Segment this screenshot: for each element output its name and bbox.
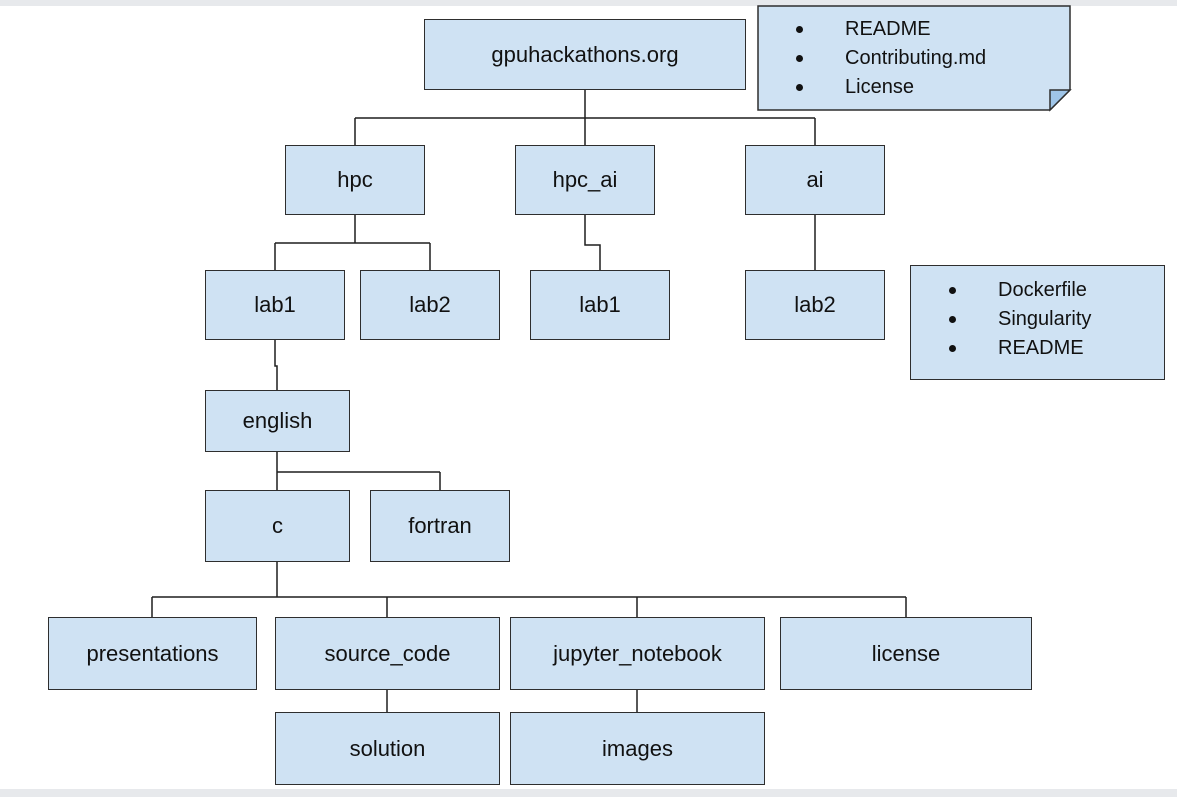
node-hpc-lab1: lab1 [205,270,345,340]
node-english: english [205,390,350,452]
note-item-label: README [998,337,1084,359]
bullet-icon [796,26,803,33]
note-item-label: README [845,18,931,40]
note-item: README [911,334,1164,363]
bullet-icon [949,316,956,323]
note-item: README [758,15,1070,44]
root-note-fold-icon [1049,89,1072,112]
connector-root-children [354,90,816,145]
bottom-edge-strip [0,789,1177,797]
note-item: Contributing.md [758,44,1070,73]
note-item-label: Dockerfile [998,279,1087,301]
node-gpuhackathons-org: gpuhackathons.org [424,19,746,90]
node-license: license [780,617,1032,690]
node-hpc-ai-lab1: lab1 [530,270,670,340]
bullet-icon [949,345,956,352]
note-item: Dockerfile [911,276,1164,305]
connector-c-children [151,562,907,617]
node-hpc-ai: hpc_ai [515,145,655,215]
node-jupyter-notebook: jupyter_notebook [510,617,765,690]
connector-hpcai-lab1 [584,215,601,270]
node-hpc: hpc [285,145,425,215]
bullet-icon [796,55,803,62]
node-fortran: fortran [370,490,510,562]
note-item-label: License [845,76,914,98]
bullet-icon [949,287,956,294]
node-solution: solution [275,712,500,785]
node-presentations: presentations [48,617,257,690]
node-ai-lab2: lab2 [745,270,885,340]
bullet-icon [796,84,803,91]
note-container-files: Dockerfile Singularity README [910,265,1165,380]
top-edge-strip [0,0,1177,6]
node-c: c [205,490,350,562]
node-hpc-lab2: lab2 [360,270,500,340]
node-source-code: source_code [275,617,500,690]
node-ai: ai [745,145,885,215]
note-item: License [758,73,1070,102]
connector-english-children [276,452,441,490]
node-images: images [510,712,765,785]
note-item-label: Contributing.md [845,47,987,69]
connector-hpc-children [274,215,431,270]
note-item-label: Singularity [998,308,1092,330]
connector-lab1-english [274,340,278,390]
note-root-files: README Contributing.md License [758,5,1070,110]
note-item: Singularity [911,305,1164,334]
